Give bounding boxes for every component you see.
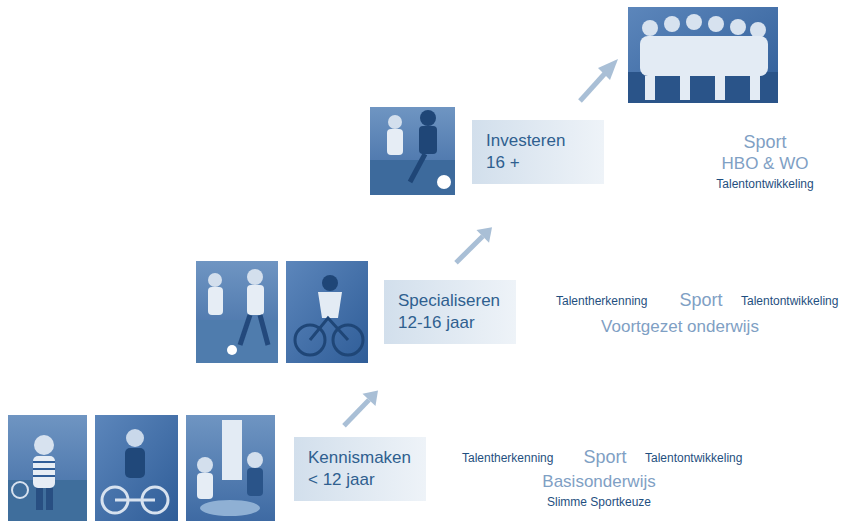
keyword-label: Slimme Sportkeuze bbox=[547, 496, 651, 510]
photo-child-bike bbox=[95, 415, 178, 521]
photo-football-duel bbox=[370, 107, 455, 195]
stage-age: 16 + bbox=[486, 152, 590, 174]
photo-football-youth bbox=[196, 261, 278, 363]
stage-age: 12-16 jaar bbox=[398, 312, 502, 334]
stage-box: Kennismaken< 12 jaar bbox=[294, 437, 426, 501]
keyword-label: Sport bbox=[679, 290, 722, 311]
photo-toddler bbox=[8, 415, 87, 521]
keyword-label: Talentherkenning bbox=[462, 452, 553, 466]
stage-title: Kennismaken bbox=[308, 447, 412, 469]
stage-box: Investeren16 + bbox=[472, 120, 604, 184]
photo-cyclist bbox=[286, 261, 368, 363]
stage-age: < 12 jaar bbox=[308, 469, 412, 491]
keyword-label: HBO & WO bbox=[722, 154, 809, 174]
keyword-label: Sport bbox=[583, 447, 626, 468]
arrow-head bbox=[363, 391, 378, 407]
stage-box: Specialiseren12-16 jaar bbox=[384, 280, 516, 344]
arrow-to-photo bbox=[580, 59, 618, 101]
keyword-label: Talentontwikkeling bbox=[645, 452, 742, 466]
keyword-label: Talentontwikkeling bbox=[741, 295, 838, 309]
keyword-label: Voortgezet onderwijs bbox=[601, 317, 759, 337]
photo-children-playing bbox=[186, 415, 275, 521]
arrow-shaft bbox=[344, 400, 369, 426]
photo-team-huddle bbox=[628, 7, 778, 103]
arrow-shaft bbox=[456, 236, 483, 262]
keyword-label: Basisonderwijs bbox=[542, 472, 655, 492]
keyword-label: Sport bbox=[743, 132, 786, 153]
stage-arrow bbox=[344, 391, 378, 426]
keyword-label: Talentherkenning bbox=[556, 295, 647, 309]
arrow-head bbox=[476, 227, 492, 243]
stage-title: Investeren bbox=[486, 130, 590, 152]
stage-title: Specialiseren bbox=[398, 290, 502, 312]
keyword-label: Talentontwikkeling bbox=[716, 178, 813, 192]
stage-arrow bbox=[456, 227, 492, 263]
